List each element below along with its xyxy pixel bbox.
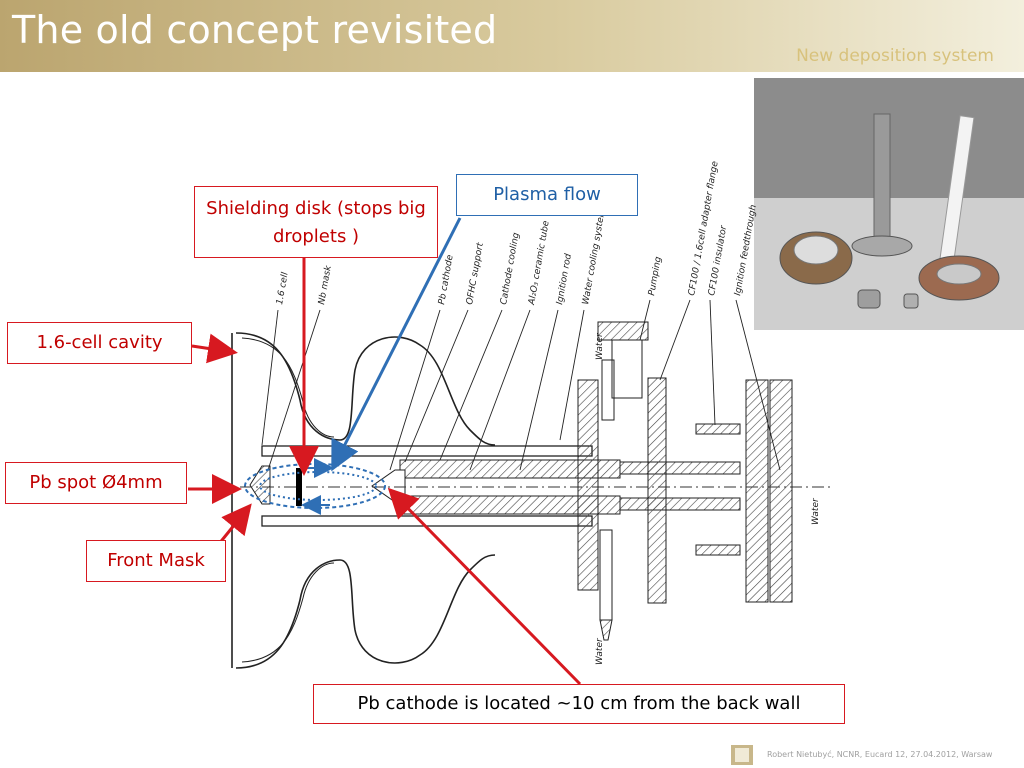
slide-subtitle: New deposition system <box>796 46 994 66</box>
flange-mid <box>647 377 667 604</box>
cathode-assembly <box>240 445 830 527</box>
cavity-outline <box>231 332 496 669</box>
leader-10 <box>659 299 691 381</box>
water-pipe-top <box>601 359 615 421</box>
leader-4 <box>404 309 469 463</box>
leader-11 <box>709 299 716 426</box>
photo-small-part-1 <box>857 289 881 309</box>
callout-plasma-flow: Plasma flow <box>456 174 638 216</box>
cavity-upper-left <box>235 332 341 441</box>
flange-right-2 <box>769 379 793 603</box>
label-ignition-rod: Ignition rod <box>555 253 574 306</box>
label-ofhc-support: OFHC support <box>465 242 486 306</box>
leader-5 <box>439 309 503 461</box>
label-pb-cathode: Pb cathode <box>437 254 456 306</box>
callout-shielding-disk: Shielding disk (stops big droplets ) <box>194 186 438 258</box>
label-16cell: 1.6 cell <box>275 271 291 305</box>
cavity-upper-cell <box>339 336 496 446</box>
outer-tube-top <box>261 445 593 457</box>
leader-7 <box>519 309 559 471</box>
callout-cavity: 1.6-cell cavity <box>7 322 192 364</box>
water-pipe-bottom <box>599 529 613 621</box>
leader-12 <box>735 299 781 471</box>
water-nozzle-bottom <box>599 619 613 641</box>
label-water-top: Water <box>595 332 605 360</box>
leader-1 <box>261 309 279 446</box>
label-water-right: Water <box>811 497 821 525</box>
leader-9 <box>639 299 651 341</box>
leader-8 <box>559 309 585 441</box>
label-nb-mask: Nb mask <box>317 264 334 305</box>
label-water-bottom: Water <box>595 637 605 665</box>
rod-hatched-top <box>619 461 741 475</box>
cavity-lower-cell <box>339 554 496 664</box>
leader-3 <box>389 309 441 471</box>
footer-credit: Robert Nietubyć, NCNR, Eucard 12, 27.04.… <box>767 750 993 759</box>
photo-illustration <box>754 78 1024 330</box>
label-ceramic-tube: Al₂O₃ ceramic tube <box>527 220 552 307</box>
callout-front-mask: Front Mask <box>86 540 226 582</box>
shielding-disk <box>296 468 302 506</box>
label-water-cooling: Water cooling system <box>581 208 608 306</box>
cavity-lower-inner <box>241 562 335 663</box>
deposition-system-photo <box>754 78 1024 330</box>
title-bar <box>0 0 1024 72</box>
flange-left <box>577 379 599 591</box>
label-insulator: CF100 insulator <box>707 224 729 297</box>
front-mask-shape <box>249 465 271 505</box>
photo-left-flange-inner <box>793 235 839 265</box>
photo-small-part-2 <box>903 293 919 309</box>
flange-right-1 <box>745 379 769 603</box>
leader-6 <box>469 309 531 471</box>
label-ignition-feedthrough: Ignition feedthrough <box>733 204 759 297</box>
flange-group <box>577 321 793 641</box>
leader-lines <box>261 299 781 471</box>
insulator-bottom <box>695 544 741 556</box>
pumping-port <box>611 339 643 399</box>
arrow-cavity <box>191 333 238 364</box>
slide-title: The old concept revisited <box>12 8 498 52</box>
arrow-pb-cathode <box>387 487 582 686</box>
arrow-plasma-flow <box>331 217 462 472</box>
label-pumping: Pumping <box>647 256 664 297</box>
photo-rod-flange <box>851 235 913 257</box>
callout-pb-cathode: Pb cathode is located ~10 cm from the ba… <box>313 684 845 724</box>
label-cathode-cooling: Cathode cooling <box>499 232 522 306</box>
cavity-upper-inner <box>241 337 335 438</box>
cavity-lower-left <box>235 559 341 669</box>
leader-2 <box>267 309 321 471</box>
rod-hatched-bottom <box>619 497 741 511</box>
photo-right-flange-inner <box>936 263 982 285</box>
footer-logo-icon <box>731 745 753 765</box>
plasma-ellipse-inner <box>259 471 377 501</box>
outer-tube-bottom <box>261 515 593 527</box>
insulator-top <box>695 423 741 435</box>
callout-pb-spot: Pb spot Ø4mm <box>5 462 187 504</box>
